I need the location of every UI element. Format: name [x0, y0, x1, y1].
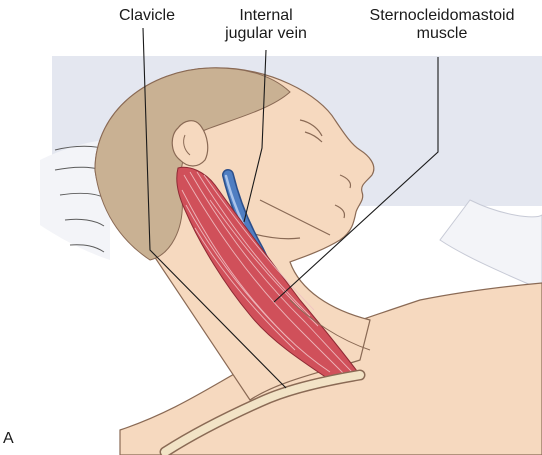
label-line-1: Internal: [218, 7, 314, 25]
label-clavicle: Clavicle: [118, 7, 176, 25]
pillow: [440, 200, 542, 290]
label-line-2: jugular vein: [218, 25, 314, 43]
label-sternocleidomastoid: Sternocleidomastoid muscle: [362, 7, 522, 43]
panel-letter: A: [3, 430, 17, 448]
label-line-2: muscle: [362, 25, 522, 43]
label-internal-jugular-vein: Internal jugular vein: [218, 7, 314, 43]
label-line-1: Sternocleidomastoid: [362, 7, 522, 25]
